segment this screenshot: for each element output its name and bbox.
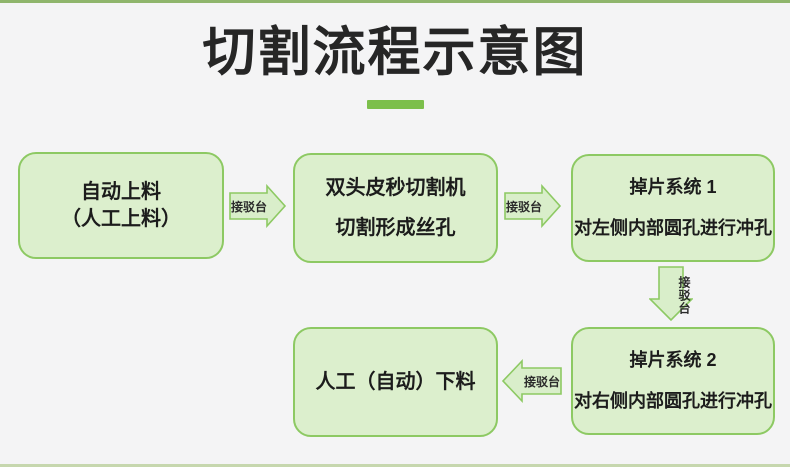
connector-arrow-left: 接驳台 — [501, 359, 562, 403]
flow-node-drop-system-2: 掉片系统 2 对右侧内部圆孔进行冲孔 — [571, 327, 775, 435]
top-accent-bar — [0, 0, 790, 3]
node-line: 双头皮秒切割机 — [325, 177, 466, 199]
node-line: 对右侧内部圆孔进行冲孔 — [574, 390, 772, 411]
flow-node-unloading: 人工（自动）下料 — [293, 327, 498, 437]
right-arrow-icon — [504, 184, 562, 228]
node-line: 对左侧内部圆孔进行冲孔 — [574, 217, 772, 238]
page-title: 切割流程示意图 — [202, 23, 588, 82]
connector-arrow-down: 接驳台 — [649, 266, 693, 322]
node-line: （人工上料） — [61, 208, 181, 230]
flow-node-drop-system-1: 掉片系统 1 对左侧内部圆孔进行冲孔 — [571, 154, 775, 262]
flow-node-picosecond-cutter: 双头皮秒切割机 切割形成丝孔 — [293, 153, 498, 263]
connector-label: 接驳台 — [505, 199, 542, 214]
node-line: 自动上料 — [81, 181, 161, 203]
bottom-accent-bar — [0, 464, 790, 467]
down-arrow-icon — [649, 266, 693, 322]
right-arrow-icon — [229, 184, 287, 228]
connector-arrow-right-1: 接驳台 — [229, 184, 287, 228]
connector-label: 接驳台 — [677, 275, 691, 315]
title-underline — [367, 100, 424, 109]
node-line: 掉片系统 2 — [629, 350, 717, 371]
node-line: 切割形成丝孔 — [335, 217, 456, 239]
node-line: 掉片系统 1 — [629, 177, 717, 198]
flow-node-auto-loading: 自动上料 （人工上料） — [18, 152, 224, 259]
left-arrow-icon — [501, 359, 562, 403]
node-line: 人工（自动）下料 — [315, 371, 476, 393]
connector-label: 接驳台 — [523, 374, 560, 389]
connector-label: 接驳台 — [230, 199, 267, 214]
connector-arrow-right-2: 接驳台 — [504, 184, 562, 228]
